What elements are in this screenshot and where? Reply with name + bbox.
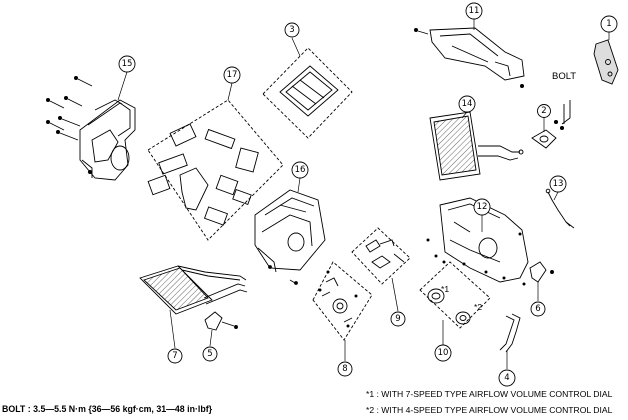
- part-8-screws: [318, 270, 358, 328]
- part-10-blower: [419, 261, 491, 329]
- svg-text:2: 2: [541, 106, 546, 116]
- svg-text:17: 17: [227, 70, 238, 80]
- part-4-hose: [499, 313, 521, 353]
- callout-10: 10: [434, 344, 452, 362]
- part-15-screws: [46, 76, 93, 174]
- part-17-damper-group: [147, 99, 284, 241]
- part-13-cable: [545, 188, 575, 229]
- svg-text:10: 10: [438, 348, 449, 358]
- marker-1: *1: [441, 284, 449, 294]
- leader-lines: [117, 19, 610, 369]
- svg-text:8: 8: [342, 364, 347, 374]
- footnote-1: *1 : WITH 7-SPEED TYPE AIRFLOW VOLUME CO…: [366, 389, 613, 399]
- svg-text:4: 4: [504, 373, 509, 383]
- callout-7: 7: [167, 348, 183, 364]
- marker-2: *2: [474, 302, 482, 312]
- svg-text:5: 5: [207, 349, 212, 359]
- part-2-sensor: [531, 100, 571, 149]
- callout-14: 14: [458, 95, 476, 113]
- callout-1: 1: [600, 15, 618, 33]
- callout-5: 5: [202, 346, 218, 362]
- part-1-bracket: [593, 39, 619, 85]
- svg-text:12: 12: [477, 202, 488, 212]
- callout-3: 3: [284, 22, 300, 38]
- callout-11: 11: [465, 2, 483, 20]
- svg-text:9: 9: [395, 314, 400, 324]
- svg-text:1: 1: [606, 19, 611, 29]
- part-8-actuator: [312, 261, 373, 341]
- part-7-heater-core: [139, 265, 248, 315]
- callout-12: 12: [473, 198, 491, 216]
- part-15-left-case: [79, 99, 136, 181]
- svg-text:11: 11: [469, 6, 480, 16]
- part-5-clip: [204, 311, 238, 331]
- bolt-label: BOLT: [552, 71, 576, 82]
- svg-text:16: 16: [295, 165, 306, 175]
- part-6-clip: [529, 261, 554, 283]
- callout-8: 8: [337, 361, 353, 377]
- part-9-linkage: [351, 227, 411, 285]
- part-3-filter: [262, 47, 353, 139]
- callout-2: 2: [537, 104, 551, 118]
- svg-text:6: 6: [535, 304, 540, 314]
- part-16-screws: [268, 265, 298, 285]
- svg-text:7: 7: [172, 351, 177, 361]
- callout-9: 9: [390, 311, 406, 327]
- callout-4: 4: [498, 369, 516, 387]
- callout-16: 16: [291, 161, 309, 179]
- svg-text:14: 14: [462, 99, 473, 109]
- callout-15: 15: [118, 55, 136, 73]
- svg-text:3: 3: [289, 25, 294, 35]
- part-12-screws: [426, 232, 526, 286]
- part-11-bracket: [429, 27, 525, 81]
- callout-13: 13: [549, 175, 567, 193]
- footnote-2: *2 : WITH 4-SPEED TYPE AIRFLOW VOLUME CO…: [366, 405, 613, 415]
- part-16-center-case: [254, 189, 326, 273]
- callout-17: 17: [223, 66, 241, 84]
- svg-text:13: 13: [553, 179, 564, 189]
- part-14-evaporator: [429, 111, 524, 181]
- svg-text:15: 15: [122, 59, 133, 69]
- torque-note: BOLT : 3.5—5.5 N·m {36—56 kgf·cm, 31—48 …: [2, 404, 213, 414]
- callout-6: 6: [530, 301, 546, 317]
- part-11-screws: [413, 27, 525, 89]
